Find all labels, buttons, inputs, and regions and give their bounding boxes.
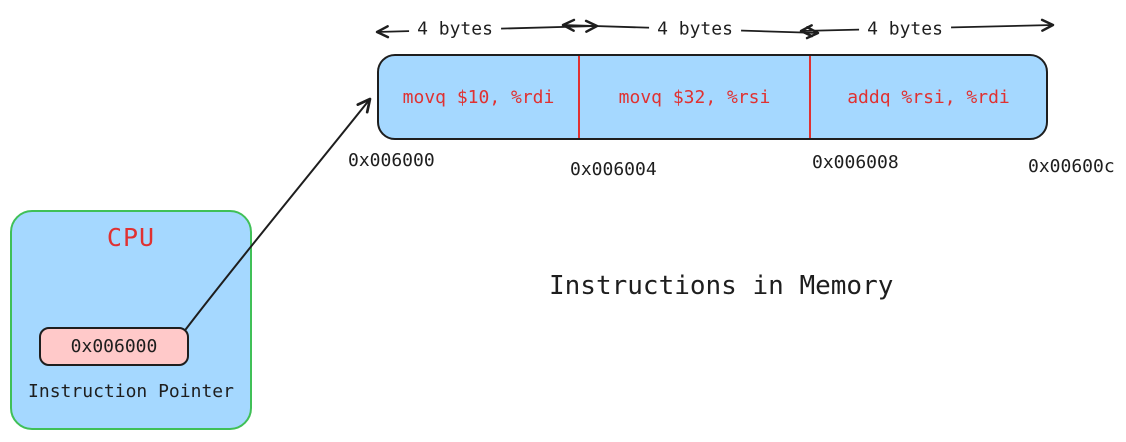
address-label-0x00600c: 0x00600c	[1028, 156, 1115, 177]
memory-cell-1: movq $10, %rdi	[379, 56, 580, 138]
byte-size-label-3: 4 bytes	[859, 18, 951, 40]
memory-cell-2: movq $32, %rsi	[580, 56, 811, 138]
instruction-pointer-label: Instruction Pointer	[28, 381, 234, 402]
byte-size-label-1: 4 bytes	[409, 18, 501, 40]
address-label-0x006000: 0x006000	[348, 150, 435, 171]
memory-cell-3: addq %rsi, %rdi	[811, 56, 1046, 138]
instruction-text-1: movq $10, %rdi	[402, 86, 555, 108]
instruction-text-3: addq %rsi, %rdi	[847, 86, 1010, 108]
instruction-pointer-value: 0x006000	[70, 336, 158, 357]
cpu-title: CPU	[106, 223, 156, 252]
address-label-0x006008: 0x006008	[812, 152, 899, 173]
instruction-text-2: movq $32, %rsi	[618, 86, 771, 108]
memory-box: movq $10, %rdi movq $32, %rsi addq %rsi,…	[377, 54, 1048, 140]
diagram-title: Instructions in Memory	[549, 271, 894, 301]
cpu-box: CPU 0x006000 Instruction Pointer	[10, 210, 252, 430]
byte-size-label-2: 4 bytes	[649, 18, 741, 40]
instruction-pointer-box: 0x006000	[39, 327, 189, 366]
address-label-0x006004: 0x006004	[570, 159, 657, 180]
